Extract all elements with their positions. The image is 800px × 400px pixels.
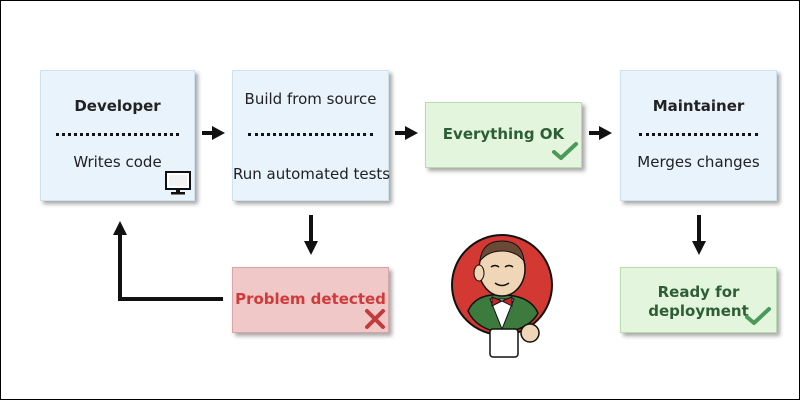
- arrow-problem-to-developer: [113, 221, 223, 301]
- build-box: Build from source Run automated tests: [232, 70, 391, 201]
- jenkins-logo: [451, 234, 553, 358]
- developer-subtitle: Writes code: [73, 153, 162, 171]
- everything-ok-box: Everything OK: [425, 102, 582, 168]
- developer-title: Developer: [74, 97, 161, 115]
- arrow-maintainer-to-ready: [692, 215, 706, 255]
- arrow-developer-to-build: [202, 126, 225, 140]
- maintainer-box: Maintainer Merges changes: [620, 70, 777, 201]
- arrow-ok-to-maintainer: [589, 126, 612, 140]
- maintainer-separator: [639, 133, 758, 136]
- ready-line-2: deployment: [648, 302, 749, 320]
- cross-icon: [365, 309, 385, 329]
- ready-for-deployment-box: Ready for deployment: [620, 267, 777, 333]
- developer-box: Developer Writes code: [40, 70, 195, 201]
- arrow-build-to-ok: [395, 126, 418, 140]
- check-icon: [745, 307, 771, 325]
- build-source-label: Build from source: [244, 90, 377, 108]
- ready-line-1: Ready for: [657, 283, 740, 301]
- problem-detected-label: Problem detected: [235, 290, 386, 308]
- build-separator: [248, 133, 373, 136]
- maintainer-title: Maintainer: [652, 97, 745, 115]
- developer-separator: [56, 133, 179, 136]
- everything-ok-label: Everything OK: [442, 125, 565, 143]
- automated-tests-label: Run automated tests: [233, 165, 391, 183]
- arrow-build-to-problem: [304, 215, 318, 255]
- maintainer-subtitle: Merges changes: [637, 153, 760, 171]
- check-icon: [552, 142, 578, 160]
- problem-detected-box: Problem detected: [232, 267, 389, 333]
- monitor-icon: [165, 171, 191, 195]
